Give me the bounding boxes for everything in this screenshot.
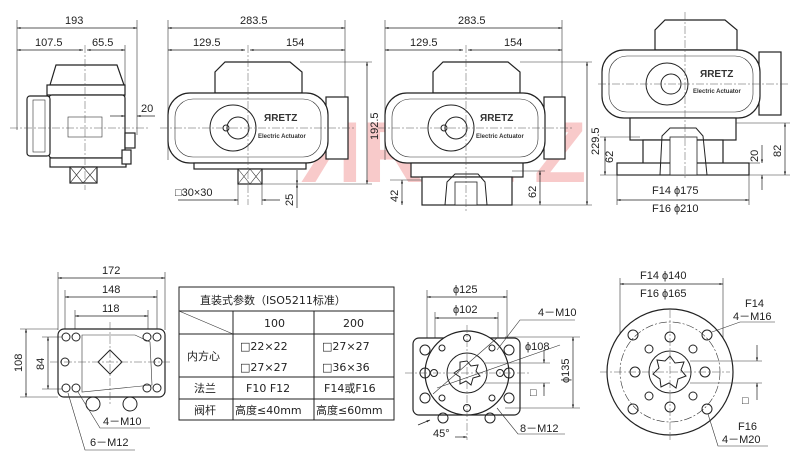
table-cell: □36×36	[322, 361, 370, 374]
dim-42: 42	[389, 190, 401, 202]
front-view-direct: 283.5 129.5 154 ЯRETZ Electric Actuator …	[160, 15, 381, 208]
label-4-m20: 4－M20	[722, 434, 761, 446]
dim-118: 118	[102, 303, 120, 315]
dim-129-5: 129.5	[193, 37, 221, 49]
label-4-m10: 4－M10	[103, 416, 142, 428]
label-square: □	[530, 387, 537, 399]
dim-d135: ϕ135	[560, 358, 572, 383]
brand-subtitle: Electric Actuator	[693, 89, 741, 95]
dim-229-5: 229.5	[590, 127, 602, 155]
label-f14: F14	[745, 298, 764, 310]
brand-logo: ЯRETZ	[264, 113, 297, 124]
dim-283-5: 283.5	[240, 15, 268, 27]
dim-square-30: □30×30	[175, 187, 213, 199]
front-view-flanged: ЯRETZ Electric Actuator 62 20 82 F14 ϕ17…	[598, 12, 790, 215]
dim-193: 193	[65, 15, 83, 27]
table-cell: □27×27	[322, 340, 370, 353]
table-cell: 高度≤60mm	[316, 403, 383, 417]
table-cell: F10 F12	[246, 382, 290, 395]
dim-25: 25	[284, 194, 296, 206]
dim-84: 84	[35, 358, 47, 370]
dim-65-5: 65.5	[92, 37, 113, 49]
dim-d102: ϕ102	[453, 304, 478, 316]
front-view-with-coupling: 283.5 129.5 154 ЯRETZ Electric Actuator …	[378, 15, 602, 212]
bolt-holes	[60, 332, 163, 393]
label-f16: F16	[738, 421, 757, 433]
dim-82: 82	[772, 145, 784, 157]
dim-62: 62	[604, 151, 616, 163]
dim-d108: ϕ108	[525, 341, 550, 353]
side-view: 193 107.5 65.5 20	[10, 15, 155, 190]
table-row-label: 法兰	[194, 381, 216, 395]
brand-logo: ЯRETZ	[480, 113, 513, 124]
dim-f14-175: F14 ϕ175	[652, 185, 699, 197]
brand-logo: ЯRETZ	[700, 69, 733, 80]
label-8-m12: 8－M12	[520, 423, 559, 435]
small-flange-view: ϕ125 ϕ102 4－M10 ϕ108 ϕ135 □	[405, 284, 580, 440]
table-row-label: 内方心	[187, 349, 220, 363]
dim-62: 62	[527, 186, 539, 198]
table-col-100: 100	[264, 317, 285, 330]
dim-107-5: 107.5	[35, 37, 63, 49]
dim-20: 20	[141, 103, 153, 115]
dim-192-5: 192.5	[369, 112, 381, 140]
iso5211-parameter-table: 直装式参数（ISO5211标准） 100 200 内方心 □22×22 □27×…	[178, 286, 395, 421]
dim-f14-d140: F14 ϕ140	[640, 270, 687, 282]
label-square: □	[742, 395, 749, 407]
large-flange-view: F14 ϕ140 F16 ϕ165 F14 4－M16 □ F16 4－M20	[600, 270, 775, 447]
dim-148: 148	[102, 284, 120, 296]
dim-129-5: 129.5	[410, 37, 438, 49]
dim-d125: ϕ125	[453, 284, 478, 296]
table-cell: F14或F16	[324, 382, 376, 395]
bottom-plate-view: 172 148 118 108 84 4－M10 6－M12	[13, 265, 172, 451]
brand-subtitle: Electric Actuator	[258, 134, 306, 140]
table-col-200: 200	[343, 317, 364, 330]
label-4-m10: 4－M10	[538, 307, 577, 319]
dim-283-5: 283.5	[458, 15, 486, 27]
dim-f16-d165: F16 ϕ165	[640, 288, 687, 300]
dim-154: 154	[286, 37, 304, 49]
dim-f16-210: F16 ϕ210	[652, 203, 699, 215]
brand-subtitle: Electric Actuator	[476, 134, 524, 140]
dim-154: 154	[504, 37, 522, 49]
table-cell: 高度≤40mm	[235, 403, 302, 417]
label-6-m12: 6－M12	[90, 437, 129, 449]
table-cell: □27×27	[240, 361, 288, 374]
dim-108: 108	[13, 354, 25, 372]
label-45-deg: 45°	[433, 428, 450, 440]
table-cell: □22×22	[240, 340, 288, 353]
table-row-label: 阀杆	[194, 403, 216, 417]
table-title: 直装式参数（ISO5211标准）	[200, 293, 346, 307]
dim-172: 172	[102, 265, 120, 277]
label-4-m16: 4－M16	[733, 311, 772, 323]
dim-20: 20	[749, 150, 761, 162]
